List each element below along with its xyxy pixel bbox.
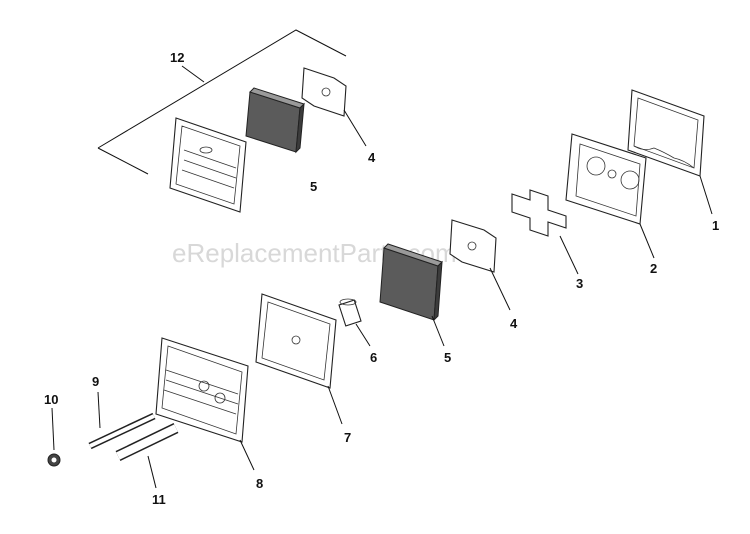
base-plate-8 <box>155 337 255 471</box>
nut-10 <box>47 407 61 467</box>
callout-9: 9 <box>92 374 99 389</box>
sleeve-11 <box>115 423 179 489</box>
lower-pre-cleaner <box>449 219 511 311</box>
seal-3 <box>511 189 579 275</box>
callout-11: 11 <box>152 492 166 507</box>
stud-9 <box>88 391 156 450</box>
air-cleaner-body-2 <box>565 133 655 259</box>
upper-base-plate <box>169 117 247 213</box>
assembly-12-bracket <box>97 29 347 175</box>
callout-3: 3 <box>576 276 583 291</box>
callout-8: 8 <box>256 476 263 491</box>
callout-6: 6 <box>370 350 377 365</box>
callout-5-lower: 5 <box>444 350 451 365</box>
callout-2: 2 <box>650 261 657 276</box>
callout-4-upper: 4 <box>368 150 376 165</box>
callout-1: 1 <box>712 218 719 233</box>
cover-1 <box>627 89 713 215</box>
callout-4-lower: 4 <box>510 316 518 331</box>
gasket-7 <box>255 293 343 425</box>
callout-10: 10 <box>44 392 58 407</box>
callout-12: 12 <box>170 50 184 65</box>
callout-7: 7 <box>344 430 351 445</box>
callout-5-upper: 5 <box>310 179 317 194</box>
spacer-6 <box>338 298 371 347</box>
lower-foam-filter <box>379 243 445 347</box>
upper-pre-cleaner <box>301 67 367 147</box>
upper-foam-filter <box>245 87 305 154</box>
